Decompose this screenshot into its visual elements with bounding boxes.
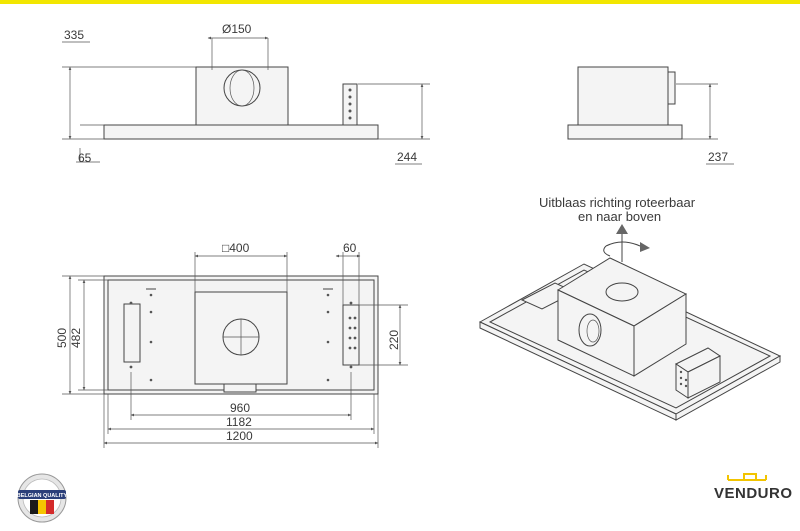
iso-up-arrow-icon [616, 224, 628, 234]
front-motor-box [195, 66, 289, 126]
top-dim-outer-height: 500 [55, 328, 69, 348]
iso-note-line2: en naar boven [578, 209, 661, 224]
top-control-module [342, 304, 360, 366]
top-dim-inner-height: 482 [69, 328, 83, 348]
side-dim-height: 237 [708, 150, 728, 164]
front-dim-height: 335 [64, 28, 84, 42]
front-dim-right: 244 [397, 150, 417, 164]
belgian-quality-badge: BELGIAN QUALITY [17, 473, 68, 523]
side-view: 237 [567, 66, 734, 165]
front-view: 335 65 Ø150 244 [62, 22, 430, 165]
venduro-logo-icon [727, 473, 767, 481]
iso-duct-side [578, 313, 602, 347]
top-dim-ctrl: 60 [343, 241, 357, 255]
front-panel [103, 124, 379, 140]
isometric-view: Uitblaas richting roteerbaar en naar bov… [478, 195, 782, 421]
top-dim-motor: □400 [222, 241, 250, 255]
top-dim-1200: 1200 [226, 429, 253, 443]
top-view: □400 60 220 500 482 960 1182 1200 [55, 241, 408, 448]
front-dim-duct: Ø150 [222, 22, 252, 36]
top-accent-bar [0, 0, 800, 4]
side-duct-stub [667, 71, 676, 105]
front-dim-panel: 65 [78, 151, 92, 165]
side-panel [567, 124, 683, 140]
top-dim-ctrl-height: 220 [387, 330, 401, 350]
badge-text: BELGIAN QUALITY [17, 493, 68, 499]
top-filter-left [123, 303, 141, 363]
logo-text: VENDURO [714, 485, 793, 502]
top-dim-1182: 1182 [226, 415, 252, 429]
venduro-logo: VENDURO [714, 473, 793, 502]
iso-motor-side [633, 293, 687, 377]
iso-note-line1: Uitblaas richting roteerbaar [539, 195, 696, 210]
iso-duct-top [605, 282, 639, 302]
iso-rotate-arrow-icon [640, 242, 650, 252]
side-motor-box [577, 66, 669, 126]
top-dim-960: 960 [230, 401, 250, 415]
